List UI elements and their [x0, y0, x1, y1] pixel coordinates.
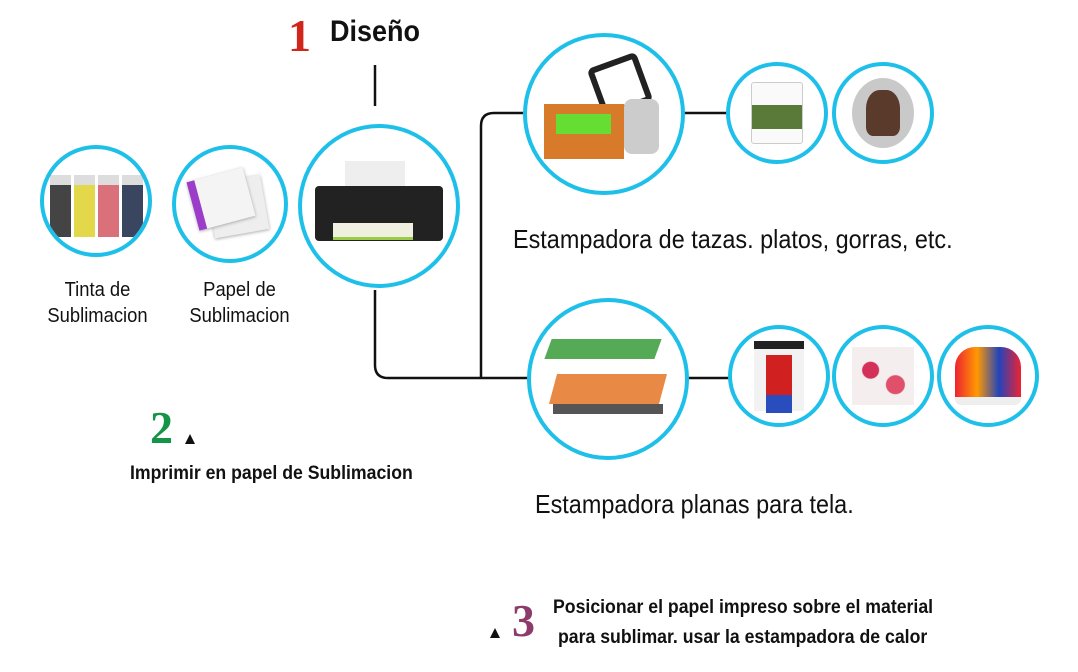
mug-press-image [523, 33, 685, 195]
flat-press-image [527, 298, 689, 460]
flat-press-caption: Estampadora planas para tela. [535, 489, 854, 519]
ink-label-line1: Tinta de [64, 279, 131, 301]
ink-label: Tinta de Sublimacion [35, 277, 159, 329]
paper-label: Papel de Sublimacion [177, 277, 301, 329]
sublimation-paper-image [172, 145, 288, 263]
printer-image [298, 124, 460, 288]
step1-number: 1 [288, 10, 311, 61]
step2-title: Imprimir en papel de Sublimacion [130, 463, 413, 484]
tshirt-image [728, 325, 830, 427]
step2-triangle-icon [185, 434, 195, 444]
mug-press-caption: Estampadora de tazas. platos, gorras, et… [513, 224, 953, 254]
mug-image [726, 62, 828, 164]
plate-image [832, 62, 934, 164]
ink-label-line2: Sublimacion [47, 305, 148, 327]
step3-line1: Posicionar el papel impreso sobre el mat… [553, 597, 934, 618]
pillow-image [832, 325, 934, 427]
sneakers-image [937, 325, 1039, 427]
step2-number: 2 [150, 402, 173, 453]
step3-triangle-icon [490, 628, 500, 638]
paper-label-line2: Sublimacion [189, 305, 290, 327]
paper-label-line1: Papel de [203, 279, 276, 301]
ink-bottles-image [40, 145, 152, 257]
step1-title: Diseño [330, 15, 421, 48]
step3-number: 3 [512, 595, 535, 646]
step3-line2: para sublimar. usar la estampadora de ca… [558, 627, 928, 648]
